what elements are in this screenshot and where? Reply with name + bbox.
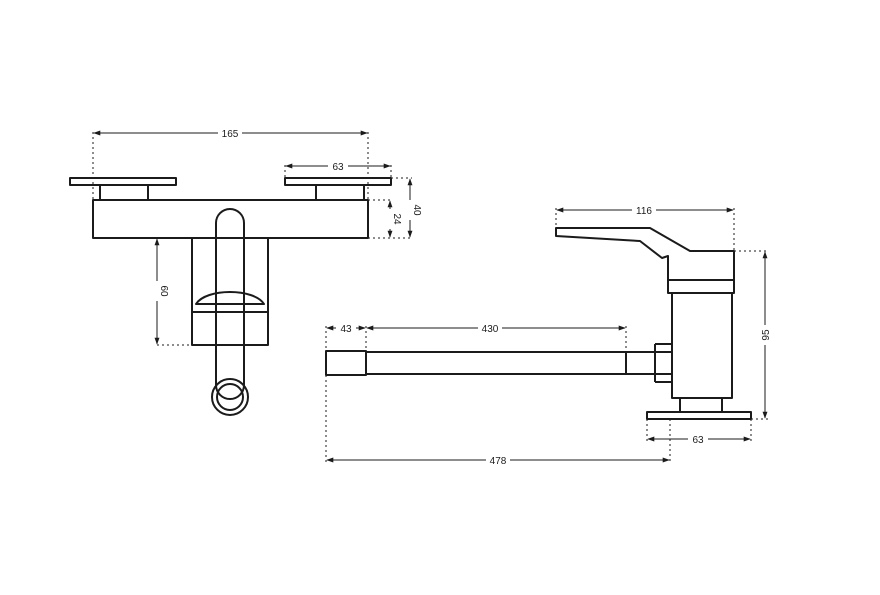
column-collar [195, 291, 265, 305]
label-40: 40 [411, 204, 422, 216]
left-handle-base [99, 184, 149, 201]
label-43: 43 [340, 324, 352, 335]
side-view: 116 95 43 430 63 478 [325, 203, 772, 467]
side-spout-tube [365, 351, 627, 375]
label-24: 24 [391, 213, 402, 225]
side-cartridge [667, 279, 735, 294]
side-extension-lines [325, 208, 768, 462]
column-lower-section [191, 311, 269, 346]
label-478: 478 [490, 456, 507, 467]
label-430: 430 [482, 324, 499, 335]
front-extension-lines [92, 132, 412, 346]
left-handle-plate [69, 177, 177, 186]
front-view: 165 63 40 24 60 [69, 126, 422, 416]
label-95: 95 [761, 329, 772, 341]
spout-outlet-inner [216, 383, 244, 411]
label-60: 60 [158, 285, 169, 297]
spout-outlet [211, 378, 249, 416]
side-body [671, 292, 733, 399]
label-116: 116 [636, 206, 652, 217]
right-handle-plate [284, 177, 392, 186]
side-lever [555, 227, 735, 281]
side-spout-tip [325, 350, 367, 376]
side-base-ring [679, 397, 723, 413]
faucet-body [92, 199, 369, 239]
label-63-top: 63 [332, 162, 344, 173]
label-165: 165 [222, 129, 239, 140]
spout-connector [625, 343, 672, 383]
side-base-plate [646, 411, 752, 420]
right-handle-base [315, 184, 365, 201]
label-63-bottom: 63 [692, 435, 704, 446]
